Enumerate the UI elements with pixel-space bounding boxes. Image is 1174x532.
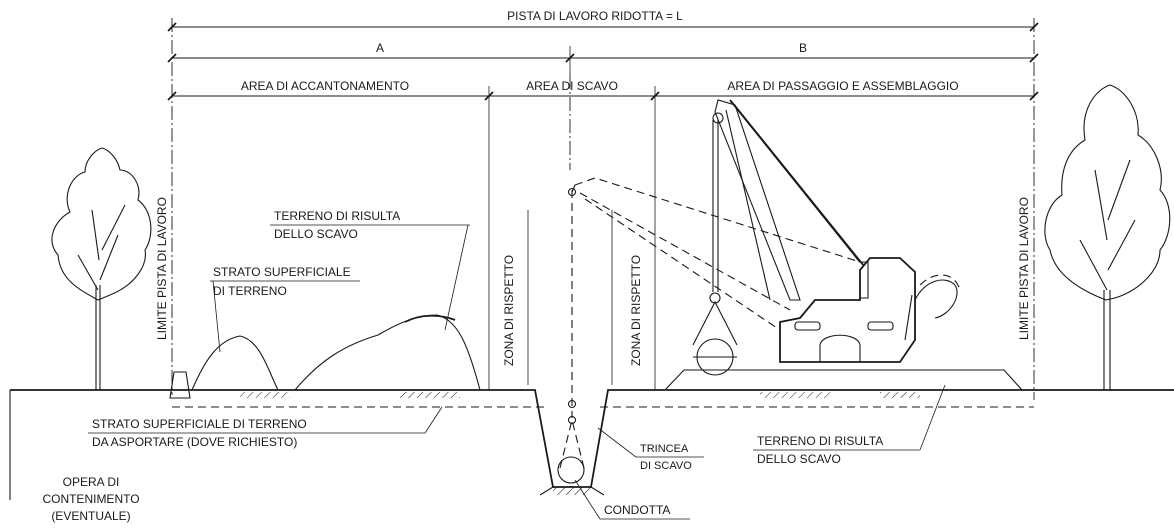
buffer-zone-right-label: ZONA DI RISPETTO [629,255,643,366]
dimension-lines [167,18,1039,400]
callout-terreno-risulta-top: TERRENO DI RISULTA DELLO SCAVO [270,209,470,331]
spoil-bed-right [663,369,1024,391]
svg-text:STRATO SUPERFICIALE DI TERRENO: STRATO SUPERFICIALE DI TERRENO [92,417,307,431]
callout-trincea: TRINCEA DI SCAVO [597,427,704,472]
callout-strato-superficiale: STRATO SUPERFICIALE DI TERRENO [210,265,360,353]
svg-text:DELLO SCAVO: DELLO SCAVO [274,227,358,241]
callout-terreno-risulta-bottom: TERRENO DI RISULTA DELLO SCAVO [753,384,946,466]
dimension-labels: PISTA DI LAVORO RIDOTTA = L A B AREA DI … [241,9,959,93]
part-a-label: A [376,41,384,55]
containment-wall [169,371,191,399]
svg-text:(EVENTUALE): (EVENTUALE) [51,509,130,523]
svg-text:DA ASPORTARE (DOVE RICHIESTO): DA ASPORTARE (DOVE RICHIESTO) [92,435,297,449]
svg-text:DI TERRENO: DI TERRENO [213,284,287,298]
svg-text:CONTENIMENTO: CONTENIMENTO [42,492,139,506]
pipelayer-machine-icon [571,99,961,376]
callout-opera-contenimento: OPERA DI CONTENIMENTO (EVENTUALE) [42,475,139,523]
area-scavo-label: AREA DI SCAVO [526,79,618,93]
total-width-label: PISTA DI LAVORO RIDOTTA = L [507,9,683,23]
limit-right-label: LIMITE PISTA DI LAVORO [1017,197,1031,340]
svg-text:OPERA DI: OPERA DI [63,475,120,489]
callout-condotta: CONDOTTA [574,479,690,520]
tree-icon [51,147,152,390]
part-b-label: B [799,41,807,55]
limit-left-label: LIMITE PISTA DI LAVORO [155,197,169,340]
spoil-pile [293,314,481,391]
area-passaggio-label: AREA DI PASSAGGIO E ASSEMBLAGGIO [727,79,958,93]
tree-icon [1044,84,1171,390]
area-accantonamento-label: AREA DI ACCANTONAMENTO [241,79,409,93]
svg-text:DI SCAVO: DI SCAVO [640,460,692,472]
topsoil-pile [191,335,279,391]
svg-text:TRINCEA: TRINCEA [640,443,689,455]
svg-text:DELLO SCAVO: DELLO SCAVO [757,452,841,466]
svg-text:CONDOTTA: CONDOTTA [604,503,670,517]
callout-strato-asportare: STRATO SUPERFICIALE DI TERRENO DA ASPORT… [88,406,443,449]
svg-text:TERRENO DI RISULTA: TERRENO DI RISULTA [757,434,883,448]
svg-text:TERRENO DI RISULTA: TERRENO DI RISULTA [274,209,400,223]
svg-text:STRATO SUPERFICIALE: STRATO SUPERFICIALE [213,265,351,279]
buffer-zone-left-label: ZONA DI RISPETTO [502,255,516,366]
pipe-in-trench [557,187,585,484]
